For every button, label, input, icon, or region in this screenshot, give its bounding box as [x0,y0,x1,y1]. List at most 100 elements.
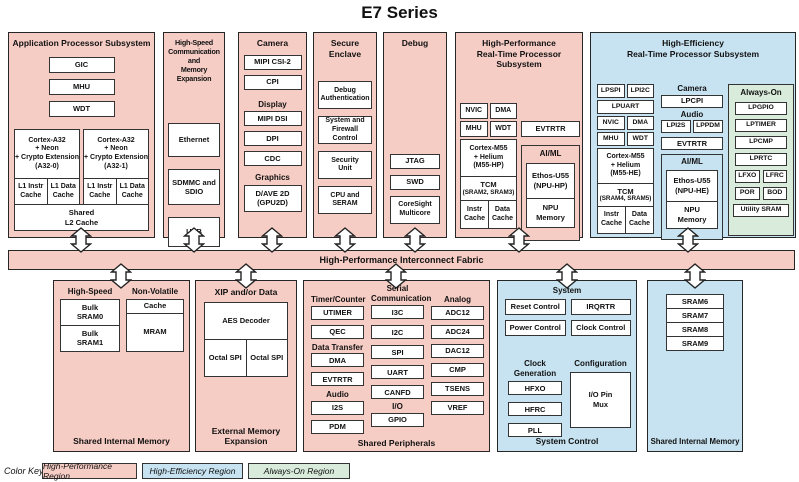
npu-memory-box: NPU Memory [666,200,718,229]
mipi-csi2-box: MIPI CSI-2 [243,54,302,70]
io-pin-mux-box: I/O Pin Mux [570,371,631,428]
he-realtime-subsystem-block: High-Efficiency Real-Time Processor Subs… [590,32,796,241]
sram8-box: SRAM8 [666,322,724,337]
instr-cache-box: Instr Cache [597,206,626,234]
dma-box: DMA [311,353,364,368]
dma-box: DMA [489,103,517,119]
shared-internal-memory-label: Shared Internal Memory [650,437,740,446]
utility-sram-box: Utility SRAM [733,203,789,217]
configuration-header: Configuration [574,359,627,368]
hp-realtime-subsystem-block: High-Performance Real-Time Processor Sub… [455,32,583,241]
lpi2s-box: LPI2S [661,120,691,134]
wdt-box: WDT [489,121,517,137]
l1-instr-cache-box: L1 Instr Cache [14,178,48,205]
l1-data-cache-box: L1 Data Cache [115,178,149,205]
lfxo-box: LFXO [735,169,760,183]
io-header: I/O [392,402,403,412]
por-box: POR [735,186,760,200]
color-key-high-performance-label: High-Performance Region [43,461,112,481]
debug-block: Debug JTAG SWD CoreSight Multicore [383,32,447,238]
timer-counter-header: Timer/Counter [311,295,366,304]
mhu-box: MHU [597,132,625,146]
tcm-label: TCM [617,186,634,196]
page-title: E7 Series [361,3,438,22]
bidirectional-arrow-icon [70,227,92,253]
cortex-m55-hp-box: Cortex-M55 + Helium (M55-HP) [460,139,517,177]
instr-cache-box: Instr Cache [460,200,489,229]
debug-authentication-box: Debug Authentication [318,81,372,110]
bidirectional-arrow-icon [684,263,706,289]
external-memory-expansion-block: XIP and/or Data AES Decoder Octal SPI Oc… [195,280,297,452]
nvic-box: NVIC [460,103,488,119]
canfd-box: CANFD [371,385,424,400]
application-processor-subsystem-block: Application Processor Subsystem GIC MHU … [8,32,155,238]
bulk-sram0-box: Bulk SRAM0 [60,298,120,326]
mipi-dsi-box: MIPI DSI [243,111,302,127]
cortex-a32-1-box: Cortex-A32 + Neon + Crypto Extension (A3… [83,129,149,179]
data-transfer-header: Data Transfer [311,342,364,352]
l1-instr-cache-box: L1 Instr Cache [83,178,117,205]
tsens-box: TSENS [431,381,484,396]
shared-internal-memory-right-block: SRAM6 SRAM7 SRAM8 SRAM9 Shared Internal … [647,280,743,452]
cpu-seram-box: CPU and SERAM [318,186,372,215]
clock-control-box: Clock Control [570,320,631,336]
hfxo-box: HFXO [508,381,562,396]
tcm-sub-label: (SRAM4, SRAM5) [599,195,652,203]
utimer-box: UTIMER [311,305,364,320]
xip-data-header: XIP and/or Data [214,287,278,297]
camera-display-graphics-block: Camera MIPI CSI-2 CPI Display MIPI DSI D… [238,32,307,238]
non-volatile-header: Non-Volatile [131,287,179,296]
adc24-box: ADC24 [431,324,484,339]
camera-header: Camera [677,84,707,93]
tcm-sram4-sram5-box: TCM (SRAM4, SRAM5) [597,183,654,207]
aiml-panel: AI/ML Ethos-U55 (NPU-HE) NPU Memory [661,154,723,241]
hp-realtime-title: High-Performance Real-Time Processor Sub… [476,38,562,70]
a32-0-cluster: Cortex-A32 + Neon + Crypto Extension (A3… [14,129,80,205]
evtrtr-box: EVTRTR [661,137,723,151]
bidirectional-arrow-icon [235,263,257,289]
i3c-box: I3C [371,305,424,320]
mram-box: MRAM [126,312,184,352]
spi-box: SPI [371,345,424,360]
hs-comm-title: High-Speed Communication and Memory Expa… [168,38,220,83]
bidirectional-arrow-icon [404,227,426,253]
i2s-box: I2S [311,400,364,415]
hfrc-box: HFRC [508,402,562,417]
data-cache-box: Data Cache [625,206,654,234]
cpi-box: CPI [243,74,302,90]
npu-memory-box: NPU Memory [526,197,575,228]
swd-box: SWD [390,174,440,190]
dac12-box: DAC12 [431,343,484,358]
dma-box: DMA [626,116,654,130]
graphics-header: Graphics [255,173,290,183]
shared-l2-cache-box: Shared L2 Cache [14,204,149,231]
shared-peripherals-block: Timer/Counter UTIMER QEC Data Transfer D… [303,280,490,452]
color-key-label: Color Key: [4,466,47,476]
pdm-box: PDM [311,419,364,434]
bidirectional-arrow-icon [677,227,699,253]
ethernet-box: Ethernet [168,123,220,157]
lfrc-box: LFRC [762,169,787,183]
wdt-box: WDT [48,100,115,117]
lpuart-box: LPUART [597,100,654,114]
power-control-box: Power Control [505,320,566,336]
analog-header: Analog [443,295,472,304]
shared-internal-memory-label: Shared Internal Memory [73,436,170,446]
evtrtr-box: EVTRTR [311,372,364,387]
bidirectional-arrow-icon [110,263,132,289]
sram9-box: SRAM9 [666,336,724,351]
secure-enclave-title: Secure Enclave [328,38,362,59]
a32-1-cluster: Cortex-A32 + Neon + Crypto Extension (A3… [83,129,149,205]
cortex-a32-0-box: Cortex-A32 + Neon + Crypto Extension (A3… [14,129,80,179]
qec-box: QEC [311,324,364,339]
aiml-header: AI/ML [681,157,703,167]
l1-data-cache-box: L1 Data Cache [46,178,80,205]
evtrtr-box: EVTRTR [521,121,580,137]
color-key-high-efficiency: High-Efficiency Region [142,463,243,479]
sdmmc-sdio-box: SDMMC and SDIO [168,169,220,205]
lprtc-box: LPRTC [735,152,787,166]
cmp-box: CMP [431,362,484,377]
he-realtime-title: High-Efficiency Real-Time Processor Subs… [626,38,760,59]
pll-box: PLL [508,423,562,438]
